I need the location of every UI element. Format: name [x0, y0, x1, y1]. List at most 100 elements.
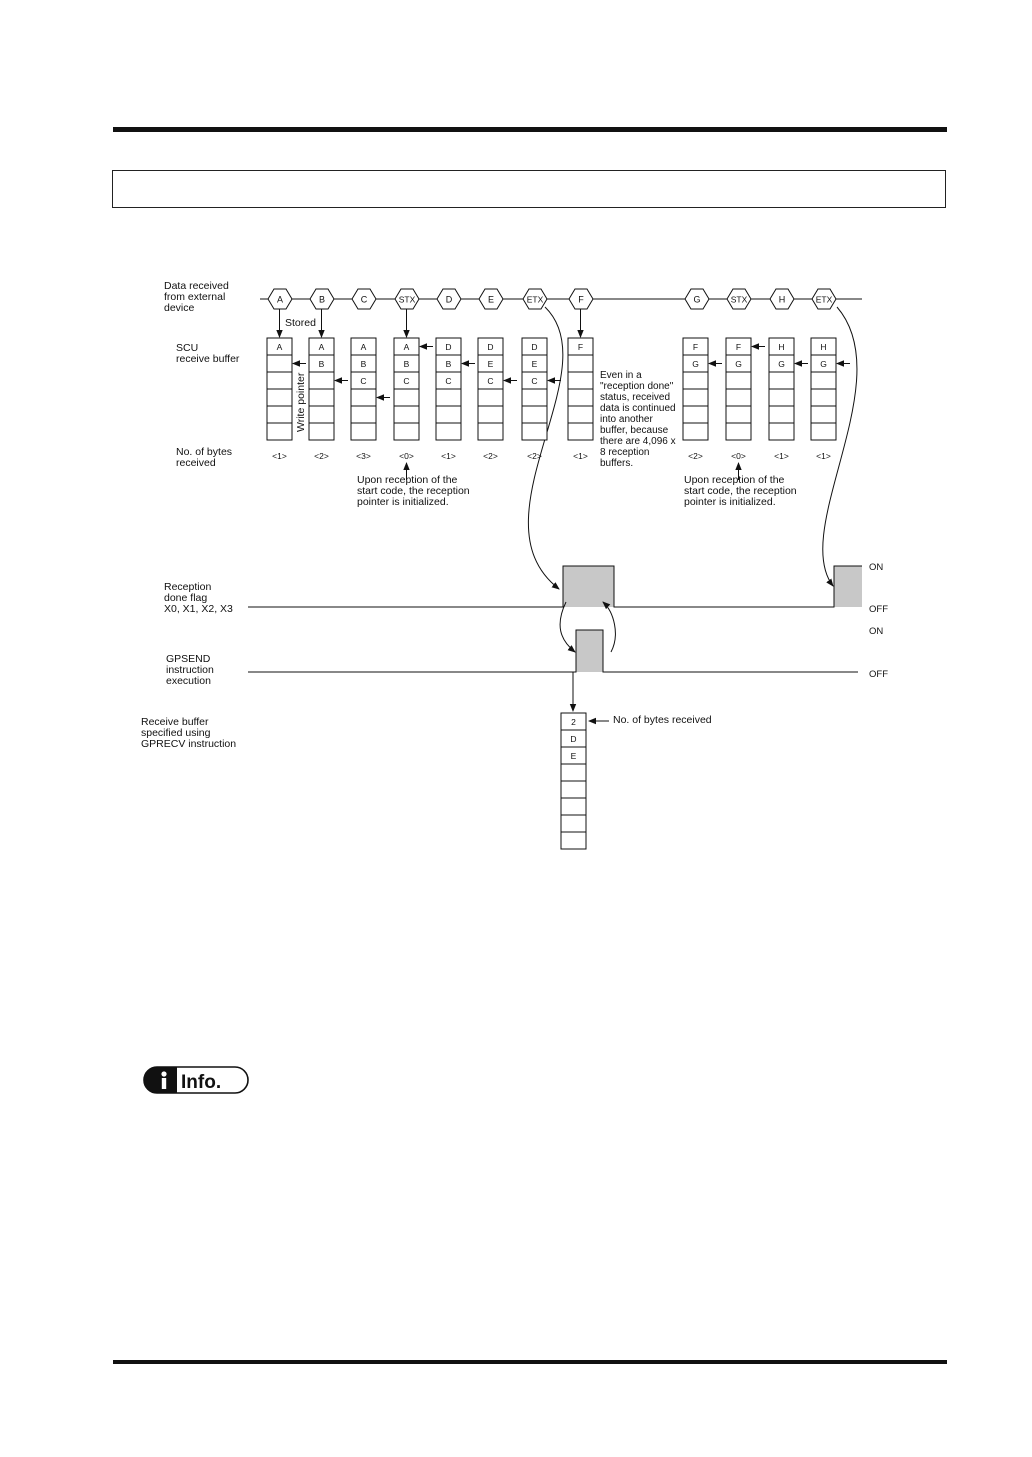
label-gpsend-on: ON [869, 626, 883, 637]
top-rule [113, 127, 947, 132]
buffer-cell-value: E [488, 359, 494, 369]
buffer-cell [682, 371, 709, 390]
gprecv-buffer-value: E [571, 751, 577, 761]
gprecv-buffer-cell [560, 797, 587, 816]
stream-byte-label: A [277, 295, 283, 305]
buffer-byte-count: <1> [816, 451, 831, 461]
buffer-cell-value: F [578, 342, 583, 352]
stream-byte-label: E [488, 295, 494, 305]
buffer-cell [810, 371, 837, 390]
buffer-cell [435, 405, 462, 424]
info-badge: Info. [143, 1066, 251, 1101]
reception-done-flag-waveform [248, 565, 862, 608]
stream-byte-marker [478, 288, 504, 310]
gprecv-buffer-value: 2 [571, 717, 576, 727]
stream-byte-label: STX [731, 295, 748, 305]
stream-byte-marker [726, 288, 752, 310]
stream-byte-marker [522, 288, 548, 310]
note-start-code-1: Upon reception of the start code, the re… [357, 474, 473, 508]
label-gprecv-buffer: Receive buffer specified using GPRECV in… [141, 716, 236, 750]
buffer-byte-count: <0> [731, 451, 746, 461]
buffer-cell [266, 405, 293, 424]
stream-byte-label: C [361, 295, 368, 305]
stream-byte-label: F [578, 295, 584, 305]
buffer-cell [308, 388, 335, 407]
buffer-cell-value: D [487, 342, 493, 352]
gprecv-buffer-cell [560, 763, 587, 782]
stream-byte-marker [267, 288, 293, 310]
bottom-rule [113, 1360, 947, 1364]
buffer-cell [350, 405, 377, 424]
stream-byte-marker [568, 288, 594, 310]
buffer-cell [308, 422, 335, 441]
label-gpsend: GPSEND instruction execution [166, 653, 217, 687]
buffer-cell-value: C [531, 376, 537, 386]
buffer-cell [768, 422, 795, 441]
buffer-cell [308, 405, 335, 424]
label-gpsend-off: OFF [869, 669, 888, 680]
buffer-cell-value: H [778, 342, 784, 352]
stream-byte-marker [811, 288, 837, 310]
buffer-cell-value: B [404, 359, 410, 369]
buffer-cell-value: E [532, 359, 538, 369]
label-write-pointer: Write pointer [295, 372, 307, 432]
buffer-cell [393, 388, 420, 407]
buffer-byte-count: <1> [441, 451, 456, 461]
buffer-cell [266, 388, 293, 407]
gprecv-buffer-value: D [570, 734, 576, 744]
buffer-cell-value: G [735, 359, 742, 369]
buffer-cell [725, 422, 752, 441]
stream-byte-label: STX [399, 295, 416, 305]
buffer-cell [768, 405, 795, 424]
buffer-cell [477, 422, 504, 441]
buffer-cell [682, 405, 709, 424]
gprecv-buffer-cell [560, 780, 587, 799]
buffer-byte-count: <2> [314, 451, 329, 461]
stream-byte-marker [351, 288, 377, 310]
buffer-byte-count: <1> [774, 451, 789, 461]
stream-byte-label: G [693, 295, 700, 305]
buffer-cell-value: A [277, 342, 283, 352]
buffer-byte-count: <2> [688, 451, 703, 461]
buffer-cell [810, 388, 837, 407]
buffer-cell [435, 422, 462, 441]
buffer-cell [393, 405, 420, 424]
label-stored: Stored [285, 317, 316, 329]
buffer-cell-value: F [736, 342, 741, 352]
buffer-cell [477, 405, 504, 424]
gpsend-waveform [248, 629, 858, 673]
stream-byte-marker [769, 288, 795, 310]
buffer-cell [567, 388, 594, 407]
buffer-cell-value: G [778, 359, 785, 369]
buffer-cell-value: C [360, 376, 366, 386]
buffer-cell-value: F [693, 342, 698, 352]
info-label: Info. [181, 1072, 221, 1093]
buffer-cell [266, 371, 293, 390]
stream-byte-label: B [319, 295, 325, 305]
label-no-of-bytes: No. of bytes received [176, 446, 235, 469]
buffer-byte-count: <2> [483, 451, 498, 461]
buffer-cell [768, 371, 795, 390]
buffer-cell [308, 371, 335, 390]
buffer-cell [350, 422, 377, 441]
label-scu-receive-buffer: SCU receive buffer [176, 342, 240, 365]
buffer-cell [567, 405, 594, 424]
buffer-byte-count: <1> [573, 451, 588, 461]
buffer-cell [393, 422, 420, 441]
buffer-cell [350, 388, 377, 407]
buffer-cell [725, 405, 752, 424]
curved-connectors [528, 306, 858, 653]
label-gprecv-bytes: No. of bytes received [613, 714, 712, 726]
stream-byte-marker [436, 288, 462, 310]
label-reception-done-flag: Reception done flag X0, X1, X2, X3 [164, 581, 233, 615]
buffer-cell-value: C [487, 376, 493, 386]
label-flag-on: ON [869, 562, 883, 573]
buffer-cell [521, 405, 548, 424]
stream-byte-label: ETX [527, 295, 544, 305]
buffer-cell [266, 354, 293, 373]
stream-byte-marker [684, 288, 710, 310]
buffer-cell-value: B [446, 359, 452, 369]
buffer-byte-count: <3> [356, 451, 371, 461]
stream-byte-label: D [446, 295, 453, 305]
buffer-cell-value: C [445, 376, 451, 386]
